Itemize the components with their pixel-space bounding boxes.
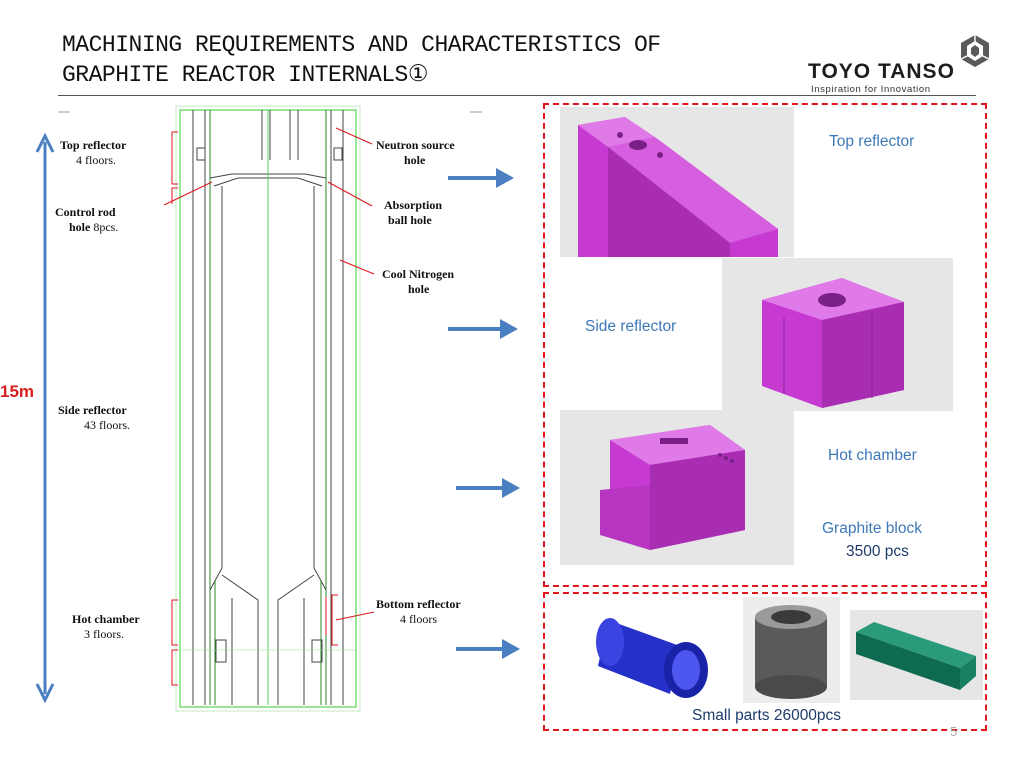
title-line-2: GRAPHITE REACTOR INTERNALS① — [62, 62, 428, 88]
label-cool-nitrogen: Cool Nitrogen hole — [382, 267, 454, 297]
label-side-reflector: Side reflector 43 floors. — [58, 403, 130, 433]
hot-chamber-image — [560, 410, 794, 565]
graphite-block-count: 3500 pcs — [846, 543, 909, 560]
reactor-cross-section-diagram — [35, 105, 520, 712]
label-neutron-source: Neutron source hole — [376, 138, 455, 168]
absorption-ball-hole: ball hole — [388, 213, 432, 227]
label-control-rod: Control rod hole 8pcs. — [55, 205, 118, 235]
small-part-blue-sleeve-image — [588, 600, 720, 700]
logo-wordmark: TOYO TANSO — [808, 60, 955, 83]
neutron-source-hole: hole — [404, 153, 426, 167]
side-reflector-label: Side reflector — [58, 403, 127, 417]
control-rod-count: 8pcs. — [93, 220, 119, 234]
hot-chamber-floors: 3 floors. — [84, 627, 124, 641]
company-logo: TOYO TANSO Inspiration for Innovation — [808, 34, 998, 95]
top-reflector-floors: 4 floors. — [76, 153, 116, 167]
bottom-reflector-floors: 4 floors — [400, 612, 437, 626]
caption-side-reflector: Side reflector — [585, 318, 677, 335]
label-top-reflector: Top reflector 4 floors. — [60, 138, 126, 168]
side-reflector-image — [722, 258, 953, 411]
absorption-label: Absorption — [384, 198, 443, 212]
cool-nitrogen-label: Cool Nitrogen — [382, 267, 455, 281]
top-reflector-image — [560, 107, 794, 257]
slide-title: MACHINING REQUIREMENTS AND CHARACTERISTI… — [62, 30, 782, 90]
control-rod-hole: hole — [69, 220, 91, 234]
caption-hot-chamber: Hot chamber — [828, 447, 917, 464]
top-reflector-label: Top reflector — [60, 138, 127, 152]
caption-small-parts: Small parts 26000pcs — [692, 707, 842, 724]
label-absorption: Absorption ball hole — [384, 198, 442, 228]
caption-graphite-block: Graphite block — [822, 520, 922, 537]
cool-nitrogen-hole: hole — [408, 282, 430, 296]
label-hot-chamber: Hot chamber 3 floors. — [72, 612, 140, 642]
side-reflector-floors: 43 floors. — [84, 418, 130, 432]
height-label: 15m — [0, 382, 35, 401]
logo-tagline: Inspiration for Innovation — [811, 84, 931, 95]
title-divider — [58, 95, 976, 96]
hot-chamber-label: Hot chamber — [72, 612, 140, 626]
small-part-grey-ring-image — [743, 597, 840, 703]
label-bottom-reflector: Bottom reflector 4 floors — [376, 597, 461, 627]
small-parts-panel — [543, 592, 987, 731]
control-rod-label: Control rod — [55, 205, 116, 219]
page-number: 5 — [950, 724, 958, 739]
graphite-block-panel — [543, 103, 987, 587]
neutron-source-label: Neutron source — [376, 138, 455, 152]
hexagon-logo-icon — [960, 35, 990, 67]
small-part-green-bar-image — [850, 610, 983, 700]
title-line-1: MACHINING REQUIREMENTS AND CHARACTERISTI… — [62, 32, 661, 58]
caption-top-reflector: Top reflector — [829, 133, 915, 150]
bottom-reflector-label: Bottom reflector — [376, 597, 461, 611]
